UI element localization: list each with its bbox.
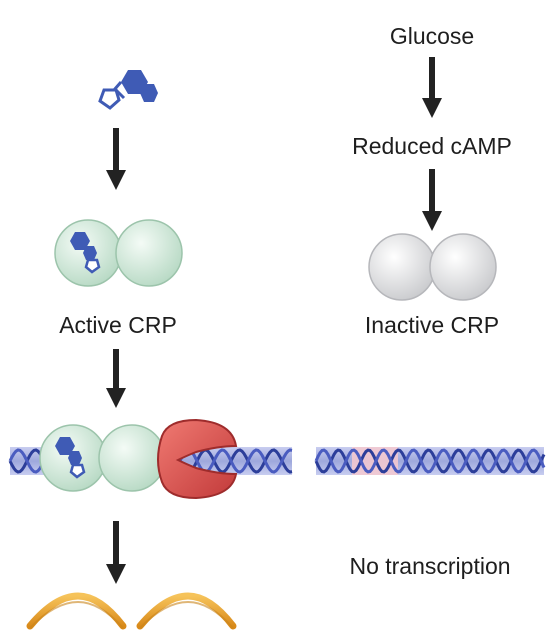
inactive-crp-dimer xyxy=(368,233,497,301)
glucose-label: Glucose xyxy=(389,23,475,49)
bound-camp-icon xyxy=(70,232,101,274)
arrow-dna-to-transcription xyxy=(106,521,126,584)
dna-right-free xyxy=(314,447,546,475)
active-crp-label: Active CRP xyxy=(59,312,177,338)
reduced-camp-label: Reduced cAMP xyxy=(352,133,512,159)
arrow-reduced-camp-to-inactive-crp xyxy=(422,169,442,231)
crp-on-dna xyxy=(39,424,166,492)
mrna-transcript xyxy=(26,592,237,630)
no-transcription-label: No transcription xyxy=(349,553,511,579)
camp-molecule-icon xyxy=(98,70,158,110)
arrow-camp-to-active-crp xyxy=(106,128,126,190)
active-crp-dimer xyxy=(54,219,183,287)
arrow-active-crp-to-dna xyxy=(106,349,126,408)
inactive-crp-label: Inactive CRP xyxy=(364,312,500,338)
bound-camp-icon xyxy=(55,437,86,479)
arrow-glucose-to-reduced-camp xyxy=(422,57,442,118)
rna-polymerase xyxy=(157,418,238,500)
